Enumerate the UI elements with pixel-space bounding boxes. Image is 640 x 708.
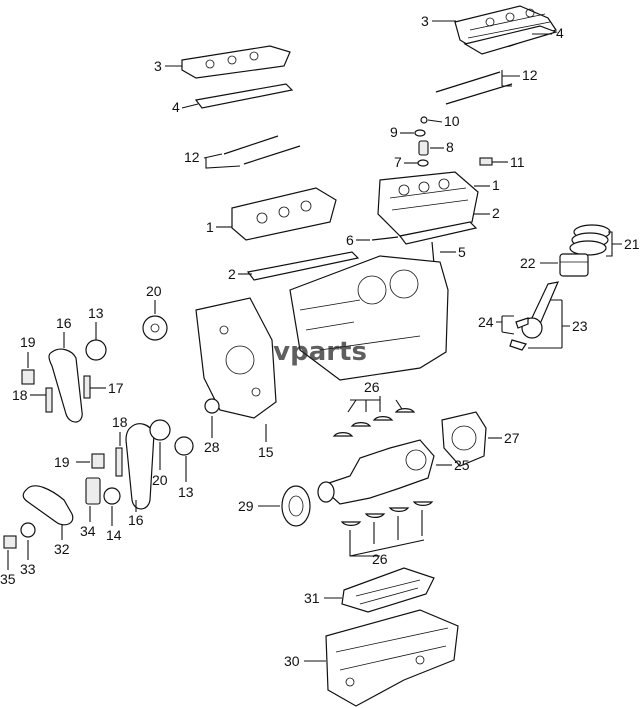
- callout-15: 15: [258, 444, 274, 460]
- chain-guide-upper[interactable]: [45, 387, 53, 413]
- camshaft-left-lower[interactable]: [243, 145, 301, 165]
- rod-bearing-lower[interactable]: [509, 339, 527, 351]
- chain-guide-lower[interactable]: [115, 447, 123, 477]
- valve-keeper[interactable]: [414, 129, 426, 137]
- callout-2-right: 2: [492, 205, 500, 221]
- callout-18-lower: 18: [112, 414, 128, 430]
- cylinder-head-left[interactable]: [231, 187, 337, 241]
- valve-cover-gasket-left[interactable]: [194, 83, 294, 109]
- callout-28: 28: [204, 439, 220, 455]
- piston-rings[interactable]: [569, 224, 611, 256]
- camshaft-right-lower[interactable]: [445, 83, 513, 105]
- exhaust-valve[interactable]: [431, 241, 435, 265]
- rear-main-seal[interactable]: [441, 411, 487, 467]
- callout-21: 21: [624, 236, 640, 252]
- callout-4-left: 4: [172, 99, 180, 115]
- callout-3-left: 3: [154, 58, 162, 74]
- callout-8: 8: [446, 139, 454, 155]
- callout-26-upper: 26: [364, 379, 380, 395]
- lifter[interactable]: [479, 157, 493, 166]
- timing-cover[interactable]: [195, 297, 277, 419]
- balance-sprocket[interactable]: [20, 522, 36, 538]
- callout-23: 23: [572, 318, 588, 334]
- chain-guide-17[interactable]: [83, 375, 91, 399]
- callout-1-right: 1: [492, 177, 500, 193]
- callout-6: 6: [346, 232, 354, 248]
- callout-13-lower: 13: [178, 484, 194, 500]
- callout-16-lower: 16: [128, 512, 144, 528]
- callout-35: 35: [0, 571, 16, 587]
- cam-sprocket-upper[interactable]: [142, 315, 168, 341]
- oil-pan[interactable]: [325, 609, 459, 707]
- valve-seal[interactable]: [417, 159, 429, 167]
- intake-valve[interactable]: [371, 236, 399, 241]
- timing-chain-lower[interactable]: [125, 423, 155, 510]
- camshaft-right-upper[interactable]: [435, 71, 501, 93]
- callout-22: 22: [520, 255, 536, 271]
- valve-cover-left[interactable]: [181, 45, 291, 79]
- callout-2-left: 2: [228, 266, 236, 282]
- cylinder-head-right[interactable]: [377, 171, 479, 237]
- callout-29: 29: [238, 498, 254, 514]
- cam-sprocket-lower[interactable]: [149, 419, 171, 441]
- callout-4-right: 4: [556, 25, 564, 41]
- callout-20-lower: 20: [152, 472, 168, 488]
- callout-5: 5: [458, 244, 466, 260]
- camshaft-left-upper[interactable]: [223, 135, 279, 155]
- callout-33: 33: [20, 561, 36, 577]
- callout-11: 11: [510, 154, 525, 170]
- front-seal[interactable]: [204, 398, 220, 414]
- chain-tensioner-upper[interactable]: [21, 369, 35, 385]
- balance-shaft-tensioner[interactable]: [85, 477, 101, 505]
- callout-10: 10: [444, 113, 460, 129]
- head-gasket-left[interactable]: [246, 251, 360, 281]
- callout-16-upper: 16: [56, 315, 72, 331]
- callout-1-left: 1: [206, 219, 214, 235]
- callout-30: 30: [284, 653, 300, 669]
- main-bearings-upper[interactable]: [332, 408, 416, 437]
- balance-tensioner[interactable]: [3, 535, 17, 549]
- windage-tray[interactable]: [341, 567, 435, 613]
- main-bearings-lower[interactable]: [340, 501, 434, 526]
- callout-24: 24: [478, 314, 494, 330]
- callout-34: 34: [80, 523, 96, 539]
- callout-9: 9: [390, 124, 398, 140]
- watermark: zvparts: [258, 337, 367, 367]
- callout-12-right: 12: [522, 67, 538, 83]
- crankshaft[interactable]: [317, 439, 435, 505]
- chain-tensioner-lower[interactable]: [91, 453, 105, 469]
- balance-chain[interactable]: [22, 485, 74, 526]
- callout-26-lower: 26: [372, 551, 388, 567]
- callout-31: 31: [304, 590, 320, 606]
- rod-bearing-upper[interactable]: [515, 317, 529, 329]
- valve-retainer[interactable]: [420, 116, 428, 124]
- callout-14: 14: [106, 527, 122, 543]
- head-gasket-right[interactable]: [398, 221, 478, 245]
- callout-18-upper: 18: [12, 387, 28, 403]
- callout-19-lower: 19: [54, 454, 70, 470]
- callout-27: 27: [504, 430, 520, 446]
- callout-7: 7: [394, 154, 402, 170]
- callout-25: 25: [454, 457, 470, 473]
- valve-cover-gasket-right[interactable]: [463, 25, 558, 55]
- connecting-rod[interactable]: [521, 281, 560, 339]
- cam-gear-upper[interactable]: [85, 339, 107, 361]
- timing-chain-upper[interactable]: [48, 348, 83, 423]
- valve-spring[interactable]: [418, 140, 429, 156]
- callout-19-upper: 19: [20, 334, 36, 350]
- crank-sprocket[interactable]: [103, 487, 121, 505]
- cam-gear-lower[interactable]: [174, 436, 194, 456]
- callout-20-upper: 20: [146, 283, 162, 299]
- engine-block[interactable]: [289, 255, 449, 381]
- callout-13-upper: 13: [88, 305, 104, 321]
- callout-12-left: 12: [184, 149, 200, 165]
- callout-3-right: 3: [421, 13, 429, 29]
- callout-32: 32: [54, 541, 70, 557]
- harmonic-balancer[interactable]: [281, 485, 311, 527]
- callout-17: 17: [108, 380, 124, 396]
- piston[interactable]: [559, 253, 589, 277]
